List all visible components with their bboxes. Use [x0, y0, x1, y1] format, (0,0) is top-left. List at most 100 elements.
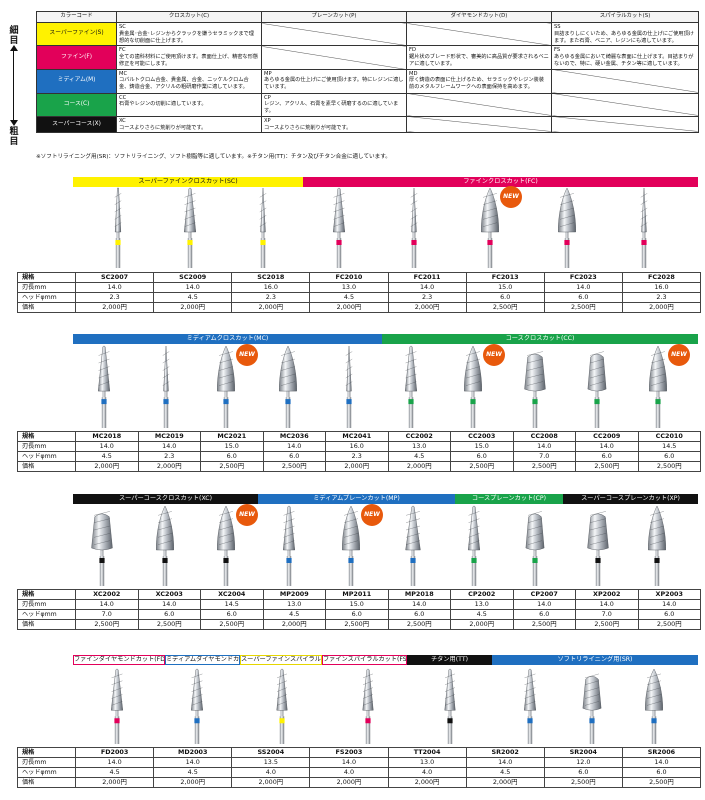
- spec-cell-blade: 14.5: [637, 441, 701, 452]
- not-available-cell: [261, 45, 407, 70]
- category-bar: ミディアムダイヤモンドカット(MD): [165, 655, 240, 665]
- spec-cell-blade: 13.5: [231, 757, 311, 768]
- description-cell: FD 鋸片状のブレード形状で、審美的に高品質が要求されるベニアに適しています。: [406, 45, 552, 70]
- category-bar: ファインダイヤモンドカット(FD): [73, 655, 165, 665]
- spec-cell-blade: 14.0: [75, 441, 139, 452]
- not-available-cell: [406, 21, 552, 47]
- row-label: 価格: [17, 461, 76, 472]
- spec-cell-price: 2,000円: [450, 619, 514, 630]
- table-header: クロスカット(C): [116, 11, 262, 23]
- spec-cell-head: 7.0: [512, 451, 576, 462]
- spec-cell-model: MC2041: [325, 431, 389, 442]
- spec-cell-price: 2,000円: [325, 461, 389, 472]
- bur-cc2008: [524, 351, 546, 428]
- cut-type-table: カラーコードクロスカット(C)プレーンカット(P)ダイヤモンドカット(D)スパイ…: [36, 11, 699, 134]
- spec-cell-price: 2,500円: [137, 619, 201, 630]
- spec-cell-model: CC2002: [387, 431, 451, 442]
- bur-tt2004: [444, 668, 456, 744]
- spec-cell-price: 2,000円: [74, 777, 155, 788]
- spec-cell-head: 7.0: [75, 609, 139, 620]
- bur-mc2021: [217, 345, 235, 428]
- spec-cell-head: 4.5: [387, 451, 451, 462]
- spec-cell-price: 2,500円: [575, 619, 639, 630]
- not-available-cell: [406, 92, 552, 117]
- spec-cell-blade: 14.0: [153, 757, 233, 768]
- bur-xc2004: [217, 505, 235, 586]
- spec-cell-head: 2.3: [387, 292, 467, 303]
- row-label: 規格: [17, 589, 76, 600]
- spec-cell-price: 2,500円: [465, 302, 545, 313]
- row-label: 刃長mm: [17, 599, 76, 610]
- not-available-cell: [551, 115, 699, 134]
- spec-cell-model: FC2013: [465, 272, 545, 283]
- spec-cell-blade: 15.0: [450, 441, 514, 452]
- bur-mp2018: [405, 505, 421, 586]
- spec-cell-price: 2,000円: [231, 777, 311, 788]
- spec-cell-price: 2,000円: [153, 302, 233, 313]
- category-bar: スーパーコースクロスカット(XC): [73, 494, 258, 504]
- spec-cell-price: 2,500円: [637, 461, 701, 472]
- spec-cell-model: CC2003: [450, 431, 514, 442]
- table-row: ミディアム(M)MC コバルトクロム合金、貴金属、合金、ニッケルクロム合金、鋳造…: [36, 68, 699, 94]
- new-badge: NEW: [500, 186, 522, 208]
- row-label: 刃長mm: [17, 757, 76, 768]
- spec-cell-price: 2,500円: [543, 302, 623, 313]
- color-code-cell: ファイン(F): [36, 45, 117, 70]
- spec-cell-blade: 14.0: [75, 599, 139, 610]
- table-row: ファイン(F)FC 全ての歯科材料にご使用頂けます。表面仕上げ、精密な形態修正を…: [36, 45, 699, 70]
- color-code-cell: スーパーコース(X): [36, 115, 117, 134]
- category-bar: チタン用(TT): [407, 655, 492, 665]
- spec-cell-blade: 14.0: [309, 757, 389, 768]
- color-code-cell: コース(C): [36, 92, 117, 117]
- spec-cell-head: 6.0: [543, 292, 623, 303]
- spec-cell-model: XC2004: [200, 589, 264, 600]
- spec-cell-head: 6.0: [637, 451, 701, 462]
- table-header: ダイヤモンドカット(D): [406, 11, 552, 23]
- bur-xp2003: [648, 505, 666, 586]
- color-code-cell: スーパーファイン(S): [36, 21, 117, 47]
- spec-cell-model: SR2002: [465, 747, 545, 758]
- spec-cell-head: 2.3: [74, 292, 155, 303]
- spec-cell-model: FC2023: [543, 272, 623, 283]
- spec-cell-blade: 15.0: [200, 441, 264, 452]
- bur-cc2010: [649, 345, 667, 428]
- spec-cell-model: MP2009: [262, 589, 326, 600]
- bur-mp2009: [282, 505, 296, 586]
- arrow-up-head: [10, 45, 18, 51]
- bur-xp2002: [587, 511, 609, 586]
- description-cell: MD 厚く鋳造の表面に仕上げるため、セラミックやレジン装装前のメタルフレームワー…: [406, 68, 552, 94]
- spec-cell-model: MD2003: [153, 747, 233, 758]
- row-label: 刃長mm: [17, 441, 76, 452]
- spec-cell-head: 6.0: [621, 767, 702, 778]
- spec-cell-blade: 14.0: [621, 757, 702, 768]
- spec-cell-price: 2,500円: [75, 619, 139, 630]
- not-available-cell: [551, 68, 699, 94]
- spec-cell-blade: 15.0: [465, 282, 545, 293]
- spec-cell-blade: 14.0: [575, 441, 639, 452]
- spec-cell-price: 2,000円: [387, 461, 451, 472]
- spec-cell-blade: 13.0: [262, 599, 326, 610]
- spec-cell-model: FS2003: [309, 747, 389, 758]
- spec-cell-price: 2,000円: [74, 302, 155, 313]
- spec-cell-model: SR2006: [621, 747, 702, 758]
- spec-cell-price: 2,000円: [465, 777, 545, 788]
- spec-cell-head: 6.0: [575, 451, 639, 462]
- spec-cell-price: 2,000円: [309, 302, 389, 313]
- category-bar: ファインクロスカット(FC): [303, 177, 698, 187]
- bur-sr2004: [582, 673, 602, 744]
- spec-cell-price: 2,000円: [231, 302, 311, 313]
- spec-cell-price: 2,500円: [543, 777, 623, 788]
- bur-sr2002: [523, 668, 537, 744]
- spec-cell-model: CP2007: [512, 589, 576, 600]
- spec-cell-price: 2,000円: [153, 777, 233, 788]
- table-row: スーパーファイン(S)SC 貴金属･合金･レジンからクラックを嫌うセラミックまで…: [36, 21, 699, 47]
- spec-cell-head: 6.0: [200, 451, 264, 462]
